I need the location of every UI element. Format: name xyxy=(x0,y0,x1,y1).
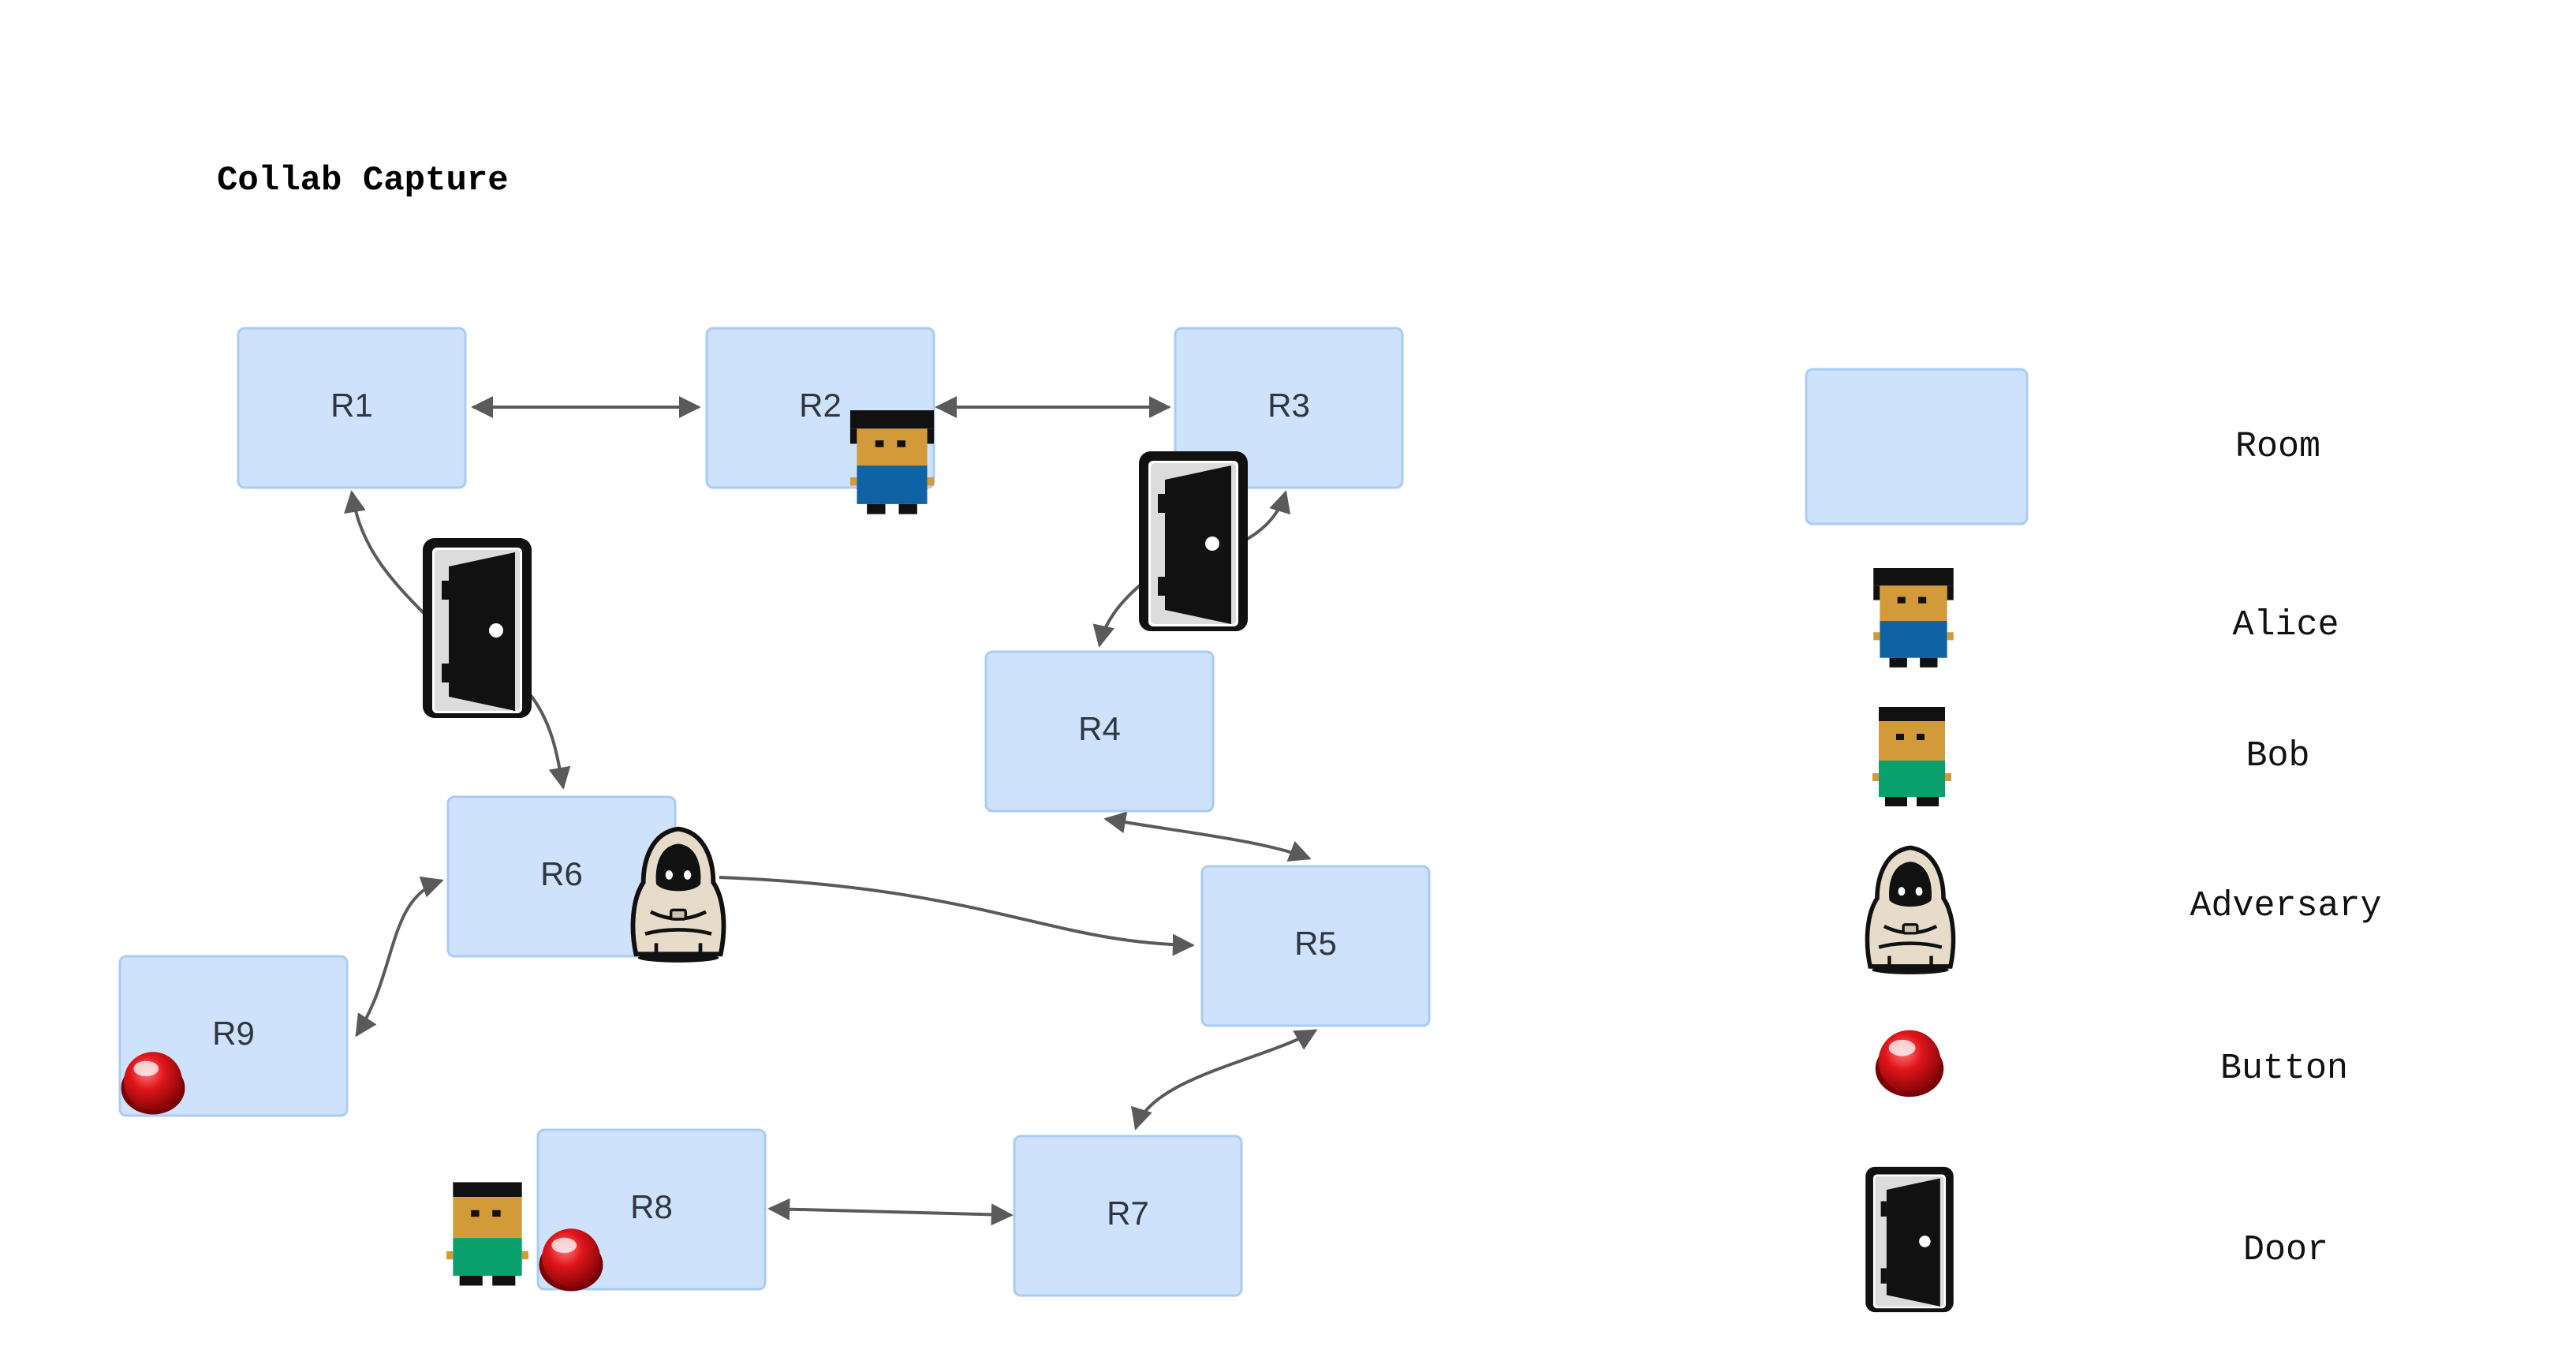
bob-icon xyxy=(446,1182,528,1286)
legend-room: Room xyxy=(1805,368,2320,525)
room-label: R1 xyxy=(330,387,373,424)
room-label: R5 xyxy=(1294,925,1337,962)
legend-adversary: Adversary xyxy=(1867,847,2382,974)
edge-r5-r7 xyxy=(1131,1029,1318,1131)
legend-alice: Alice xyxy=(1873,568,2339,667)
door-icon xyxy=(423,538,532,718)
button-icon xyxy=(1875,1030,1944,1097)
legend-door-label: Door xyxy=(2243,1230,2328,1270)
door-icon xyxy=(1865,1166,1954,1313)
room-label: R9 xyxy=(212,1015,255,1052)
room-r4: R4 xyxy=(984,650,1215,813)
door-icon xyxy=(1139,451,1248,631)
legend-room-label: Room xyxy=(2235,427,2320,467)
legend-adversary-label: Adversary xyxy=(2190,886,2381,926)
room-r1: R1 xyxy=(237,327,467,489)
legend-bob-label: Bob xyxy=(2246,736,2309,776)
bob-icon xyxy=(1872,707,1951,806)
diagram-title: Collab Capture xyxy=(217,161,509,200)
edge-r4-r5 xyxy=(1103,811,1312,862)
edge-r9-r6 xyxy=(355,876,444,1038)
edge-r8-r7 xyxy=(767,1198,1014,1226)
room-label: R4 xyxy=(1078,710,1121,747)
legend-alice-label: Alice xyxy=(2232,605,2339,645)
legend-door: Door xyxy=(1865,1166,2328,1313)
room-r3: R3 xyxy=(1174,327,1404,489)
room-label: R7 xyxy=(1107,1195,1149,1232)
room-label: R8 xyxy=(630,1188,673,1225)
room-r5: R5 xyxy=(1200,865,1431,1027)
legend-button-label: Button xyxy=(2220,1049,2348,1089)
alice-icon xyxy=(849,410,935,514)
room-label: R2 xyxy=(799,387,842,424)
room-label: R3 xyxy=(1267,387,1310,424)
alice-icon xyxy=(1873,568,1954,667)
edge-r6-r5 xyxy=(719,876,1195,956)
room-label: R6 xyxy=(540,855,583,892)
adversary-icon xyxy=(1867,847,1953,974)
legend-button: Button xyxy=(1875,1030,2348,1097)
legend-room-swatch xyxy=(1805,368,2029,525)
legend: Room Alice Bob Adversary Button Door xyxy=(1805,368,2382,1313)
room-r7: R7 xyxy=(1013,1135,1243,1297)
legend-bob: Bob xyxy=(1872,707,2310,806)
